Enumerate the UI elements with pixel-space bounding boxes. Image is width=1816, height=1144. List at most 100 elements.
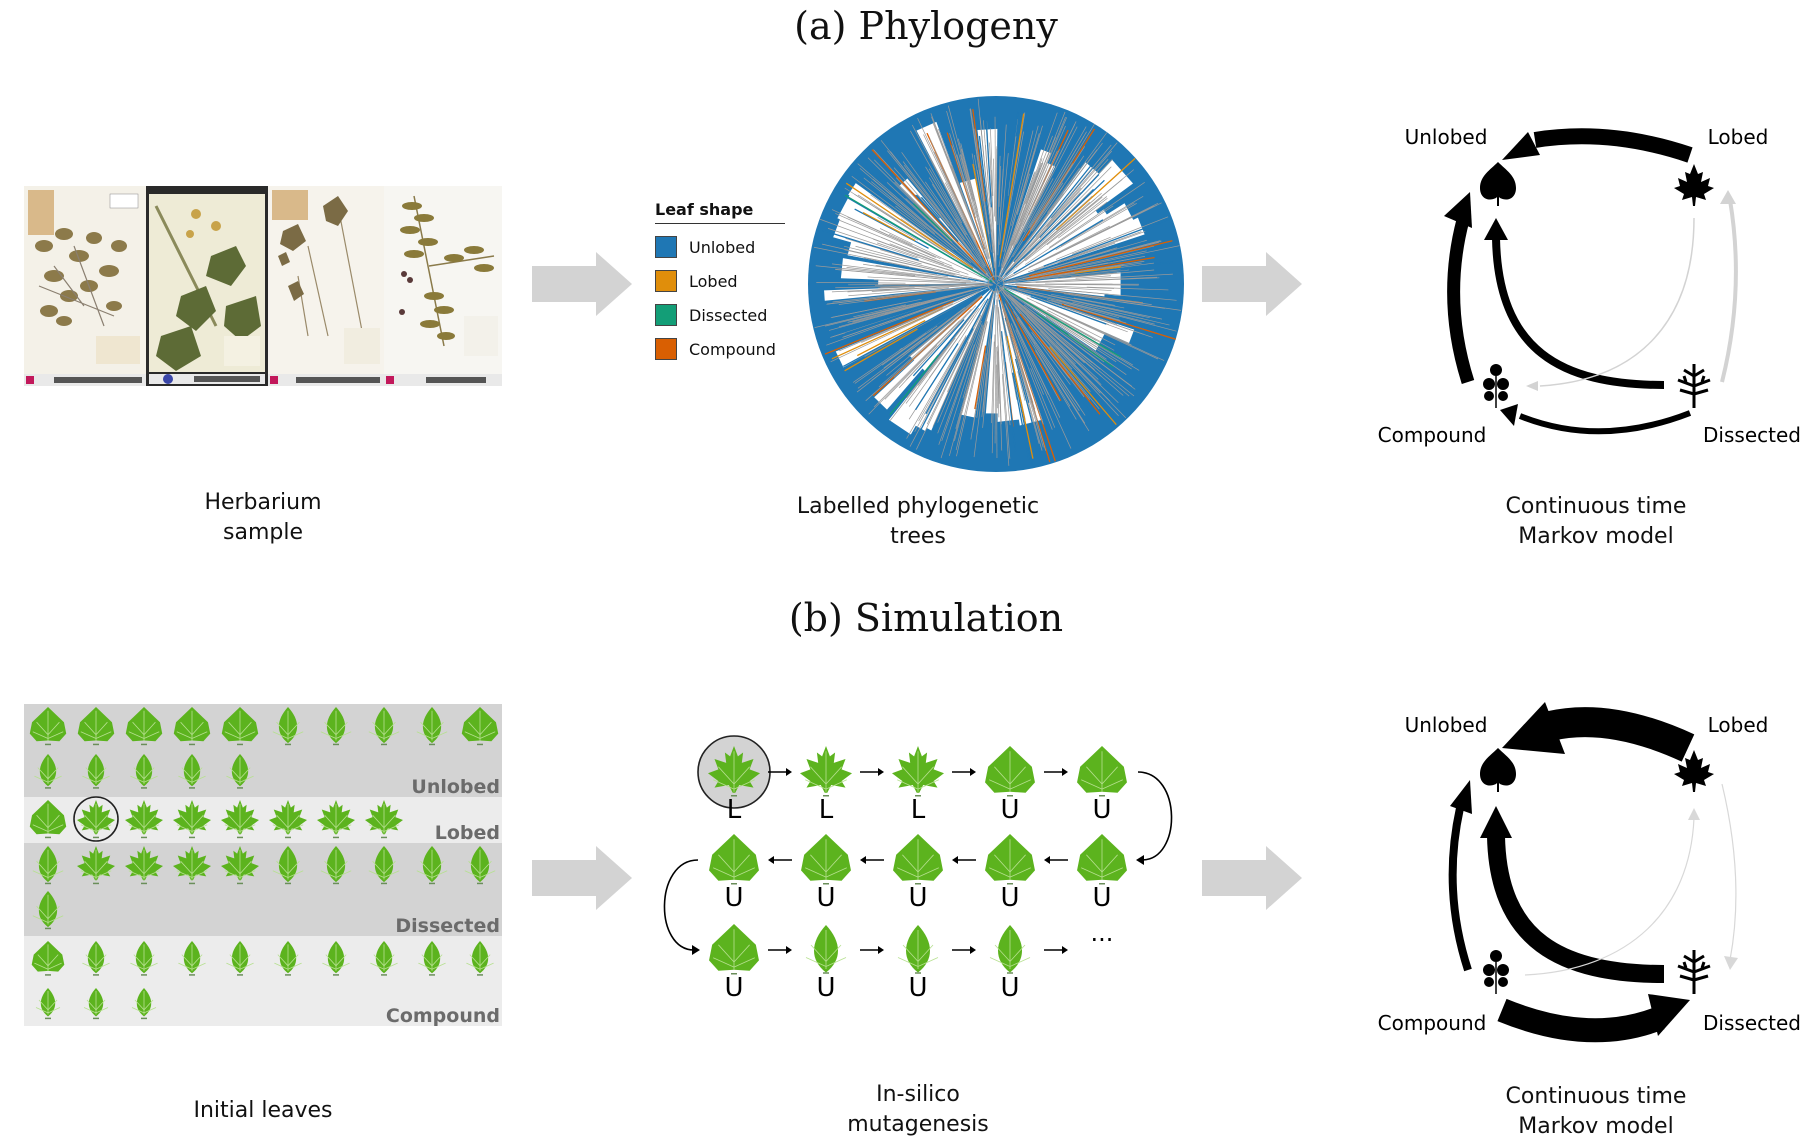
tree-branch — [946, 110, 994, 276]
tree-branch — [1025, 310, 1085, 364]
tree-branch — [842, 289, 986, 368]
grid-leaf-icon — [130, 754, 158, 789]
tree-branch — [950, 165, 988, 261]
grid-leaf-icon — [464, 846, 496, 885]
tree-branch — [959, 154, 974, 201]
tree-branch — [830, 302, 905, 318]
tree-branch — [997, 351, 1000, 418]
mutant-class-label: L — [911, 795, 926, 825]
tree-branch — [891, 303, 954, 332]
tree-branch — [1017, 371, 1026, 401]
tree-branch — [998, 112, 1058, 275]
tree-branch — [926, 314, 982, 425]
tree-clade — [1001, 217, 1145, 282]
tree-branch — [1046, 187, 1082, 228]
tree-branch — [1005, 181, 1044, 263]
tree-branch — [995, 146, 998, 272]
tree-branch — [835, 285, 910, 289]
mutant-leaf-icon — [893, 834, 943, 885]
node-label-unlobed: Unlobed — [1405, 125, 1488, 149]
grid-leaf-icon — [368, 707, 400, 746]
tree-branch — [1064, 322, 1115, 351]
tree-branch — [1004, 300, 1062, 401]
tree-branch — [1058, 269, 1155, 279]
step-arrow-head — [878, 768, 884, 776]
tree-branch — [903, 199, 947, 239]
tree-branch — [894, 181, 952, 240]
tree-branch — [1031, 332, 1071, 385]
grid-band-label: Dissected — [395, 915, 500, 937]
dissected-leaf-icon — [1676, 948, 1712, 996]
tree-branch — [1056, 299, 1177, 332]
legend-item-dissected: Dissected — [655, 298, 785, 332]
grid-leaf-icon — [82, 754, 110, 789]
tree-branch — [945, 182, 988, 268]
tree-branch — [880, 283, 991, 288]
tree-branch — [928, 307, 980, 379]
grid-leaf-icon — [226, 754, 254, 789]
tree-branch — [1013, 124, 1076, 249]
herbarium-sheet-3 — [268, 186, 384, 386]
initial-leaves-caption: Initial leaves — [193, 1098, 333, 1123]
tree-branch — [826, 288, 983, 346]
grid-band-label: Unlobed — [411, 776, 500, 798]
herbarium-caption: Herbarium sample — [103, 488, 423, 548]
tree-branch — [875, 265, 938, 276]
legend-label: Unlobed — [689, 237, 756, 257]
tree-branch — [1026, 316, 1101, 394]
tree-branch — [998, 168, 1004, 232]
tree-branch — [1059, 329, 1105, 363]
tree-branch — [884, 287, 989, 353]
edge-compound-unlobed — [1447, 218, 1475, 384]
tree-branch — [1031, 250, 1147, 277]
tree-branch — [1017, 316, 1080, 411]
edge-lobed-compound-head — [1526, 381, 1538, 391]
node-label-compound: Compound — [1378, 423, 1487, 447]
tree-branch — [857, 163, 958, 251]
mutant-leaf-icon — [1077, 746, 1127, 797]
tree-branch — [1008, 310, 1061, 418]
tree-branch — [910, 130, 963, 224]
herbarium-caption-line-2: sample — [223, 520, 303, 545]
tree-branch — [1019, 273, 1173, 284]
tree-branch — [893, 167, 996, 284]
tree-branch — [1055, 342, 1119, 403]
tree-branch — [1011, 372, 1030, 461]
grid-leaf-icon — [35, 988, 61, 1020]
unlobed-leaf-icon — [1479, 161, 1517, 207]
tree-branch — [947, 105, 979, 218]
compound-leaf-icon — [1482, 363, 1510, 409]
step-arrow-head — [768, 856, 774, 864]
mutant-class-label: U — [1000, 973, 1019, 1003]
grid-leaf-icon — [274, 941, 302, 976]
tree-branch — [1013, 166, 1112, 267]
tree-branch — [1035, 350, 1077, 420]
grid-leaf-icon — [32, 891, 64, 930]
tree-branch — [815, 265, 916, 277]
tree-branch — [1011, 125, 1039, 226]
tree-branch — [1068, 334, 1127, 376]
tree-branch — [1016, 284, 1112, 291]
tree-branch — [901, 152, 965, 241]
grid-leaf-icon — [131, 988, 157, 1020]
tree-branch — [1034, 344, 1090, 432]
grid-leaf-icon — [466, 941, 494, 976]
step-arrow-head — [1062, 946, 1068, 954]
tree-branch — [1051, 299, 1121, 321]
tree-branch — [835, 268, 971, 283]
tree-branch — [879, 249, 952, 272]
grid-leaf-icon — [178, 754, 206, 789]
grid-band-unlobed: Unlobed — [24, 704, 502, 798]
mutant-class-label: U — [1000, 883, 1019, 913]
tree-branch — [993, 158, 996, 217]
sequence-ellipsis: ··· — [1091, 926, 1114, 954]
tree-branch — [1050, 290, 1144, 304]
tree-branch — [901, 307, 961, 349]
tree-branch — [1007, 136, 1017, 196]
tree-branch — [1012, 169, 1047, 246]
grid-leaf-icon — [272, 846, 304, 885]
tree-branch — [893, 318, 958, 378]
grid-leaf-icon — [365, 800, 403, 839]
mutant-leaf-icon — [709, 834, 759, 885]
tree-branch — [856, 318, 951, 393]
